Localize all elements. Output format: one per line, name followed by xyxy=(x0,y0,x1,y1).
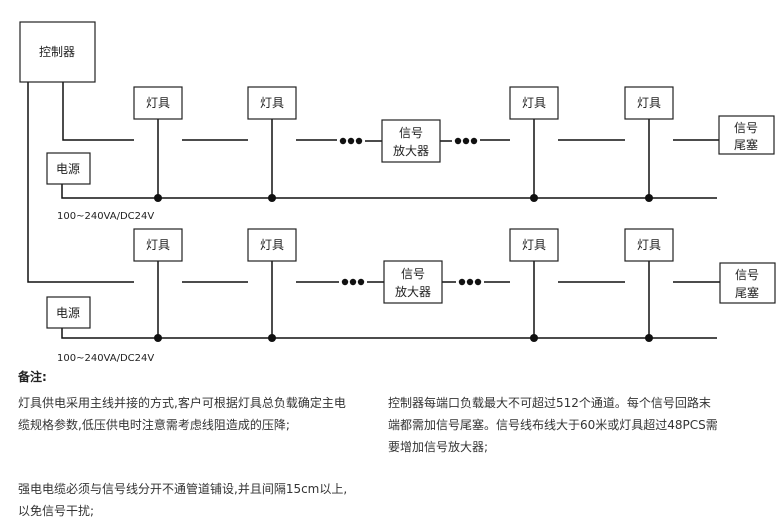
controller: 控制器 xyxy=(19,21,96,83)
fixture-label: 灯具 xyxy=(637,238,661,252)
power-bus xyxy=(61,184,717,199)
signal-terminator: 信号 尾塞 xyxy=(719,262,776,304)
fixture-label: 灯具 xyxy=(260,96,284,110)
ellipsis-dot xyxy=(462,137,470,145)
fixture-label: 灯具 xyxy=(146,238,170,252)
ellipsis-dot xyxy=(470,137,478,145)
fixture: 灯具 xyxy=(624,86,674,120)
ellipsis-dot xyxy=(454,137,462,145)
amplifier-label-line1: 信号 xyxy=(399,126,423,140)
fixture: 灯具 xyxy=(509,86,559,120)
ellipsis-dot xyxy=(347,137,355,145)
fixture-label: 灯具 xyxy=(260,238,284,252)
ellipsis-dot xyxy=(355,137,363,145)
junction-node xyxy=(530,194,538,202)
fixture-label: 灯具 xyxy=(522,238,546,252)
amplifier-label-line2: 放大器 xyxy=(395,284,431,299)
signal-wire xyxy=(62,82,134,141)
ellipsis-dot xyxy=(474,278,482,286)
terminator-label-line1: 信号 xyxy=(734,121,758,135)
junction-node xyxy=(154,194,162,202)
ellipsis-dot xyxy=(339,137,347,145)
fixture: 灯具 xyxy=(133,86,183,120)
terminator-label-line2: 尾塞 xyxy=(734,137,758,152)
ellipsis-dot xyxy=(458,278,466,286)
junction-node xyxy=(645,194,653,202)
amplifier-label-line1: 信号 xyxy=(401,267,425,281)
ellipsis-dot xyxy=(349,278,357,286)
terminator-label-line2: 尾塞 xyxy=(735,285,759,300)
junction-node xyxy=(268,194,276,202)
fixture-label: 灯具 xyxy=(637,96,661,110)
ellipsis-dot xyxy=(357,278,365,286)
row-2: 灯具 灯具 灯具 灯具 信号 放大器 信号 尾塞 电源 100~240VA/DC… xyxy=(46,228,776,364)
note-cable-separation: 强电电缆必须与信号线分开不通管道铺设,并且间隔15cm以上,以免信号干扰; xyxy=(18,482,348,518)
connections xyxy=(154,137,653,342)
note-power-wiring: 灯具供电采用主线并接的方式,客户可根据灯具总负载确定主电缆规格参数,低压供电时注… xyxy=(18,396,346,432)
wiring-diagram: 控制器 灯具 灯具 灯具 灯具 信号 放大器 信号 尾塞 xyxy=(19,21,776,364)
fixture: 灯具 xyxy=(509,228,559,262)
power-supply: 电源 xyxy=(46,152,91,185)
power-bus xyxy=(61,328,717,339)
note-controller-load: 控制器每端口负载最大不可超过512个通道。每个信号回路末端都需加信号尾塞。信号线… xyxy=(388,396,718,454)
controller-label: 控制器 xyxy=(39,45,75,59)
notes-heading: 备注: xyxy=(18,370,47,384)
power-label: 电源 xyxy=(56,306,80,320)
wires xyxy=(27,82,720,339)
power-label: 电源 xyxy=(56,162,80,176)
fixture: 灯具 xyxy=(247,86,297,120)
voltage-label: 100~240VA/DC24V xyxy=(57,353,154,364)
terminator-label-line1: 信号 xyxy=(735,268,759,282)
ellipsis-dot xyxy=(341,278,349,286)
fixture-label: 灯具 xyxy=(522,96,546,110)
power-supply: 电源 xyxy=(46,296,91,329)
voltage-label: 100~240VA/DC24V xyxy=(57,211,154,222)
fixture-label: 灯具 xyxy=(146,96,170,110)
signal-terminator: 信号 尾塞 xyxy=(718,115,775,155)
junction-node xyxy=(268,334,276,342)
signal-amplifier: 信号 放大器 xyxy=(383,260,443,304)
junction-node xyxy=(530,334,538,342)
fixture: 灯具 xyxy=(133,228,183,262)
signal-amplifier: 信号 放大器 xyxy=(381,119,441,163)
junction-node xyxy=(154,334,162,342)
signal-wire xyxy=(27,82,134,283)
ellipsis-dot xyxy=(466,278,474,286)
amplifier-label-line2: 放大器 xyxy=(393,143,429,158)
fixture: 灯具 xyxy=(624,228,674,262)
fixture: 灯具 xyxy=(247,228,297,262)
row-1: 灯具 灯具 灯具 灯具 信号 放大器 信号 尾塞 电源 100~240VA/DC… xyxy=(46,86,775,222)
junction-node xyxy=(645,334,653,342)
